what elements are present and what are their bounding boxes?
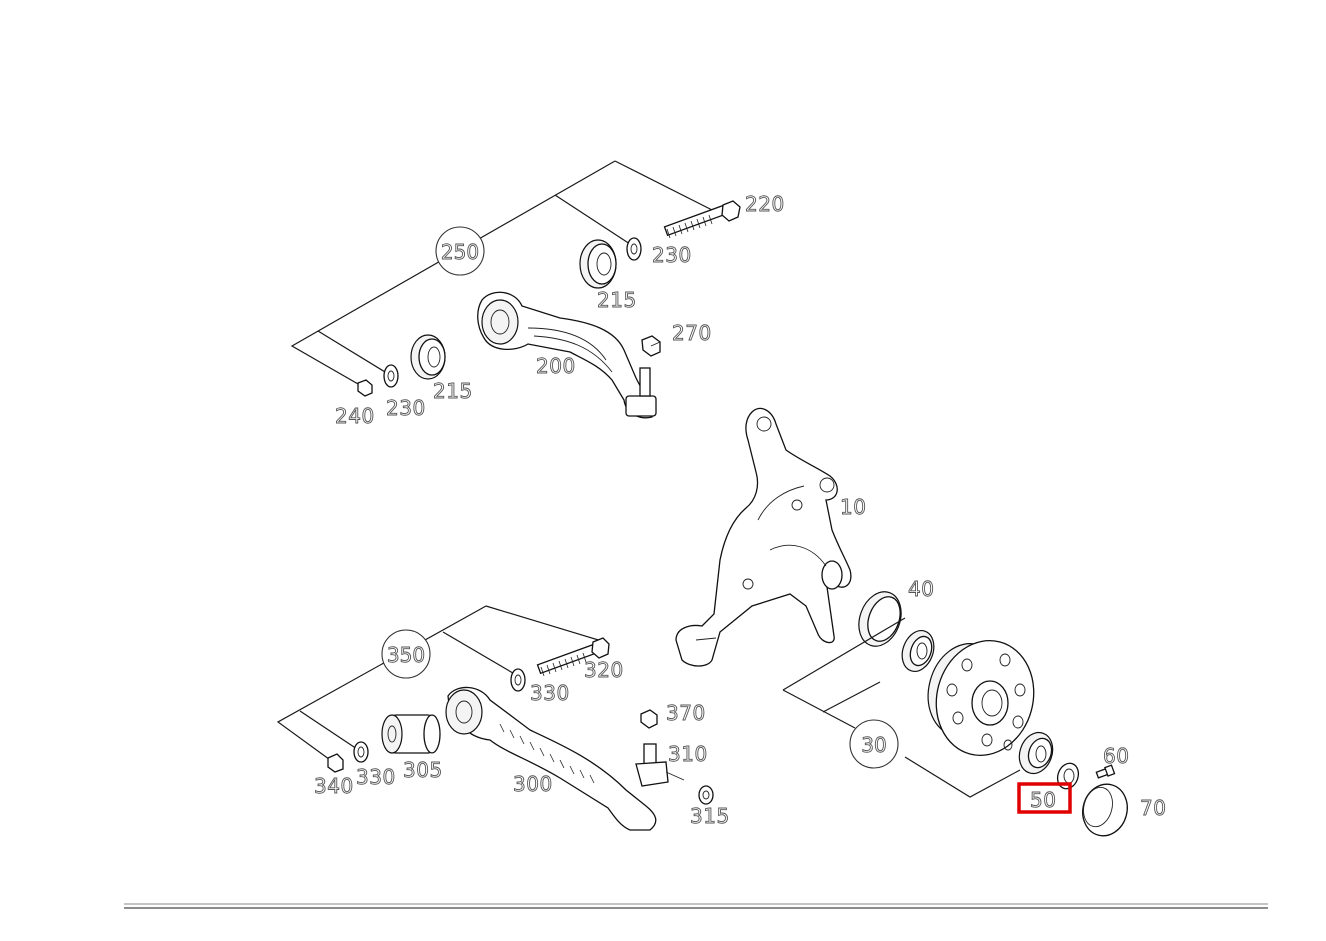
callout-30[interactable]: 30	[849, 719, 899, 769]
label-320[interactable]: 320	[584, 658, 624, 683]
bolt-320[interactable]	[536, 637, 610, 677]
nut-240[interactable]	[357, 379, 373, 397]
callout-30-label: 30	[861, 733, 886, 757]
label-305[interactable]: 305	[403, 758, 443, 783]
label-330-upper[interactable]: 330	[530, 681, 570, 706]
hub-nut[interactable]	[1054, 760, 1082, 791]
screw-60[interactable]	[1095, 764, 1116, 779]
label-340[interactable]: 340	[314, 774, 354, 799]
steering-knuckle-10[interactable]	[675, 407, 852, 667]
callout-250-label: 250	[441, 240, 479, 264]
label-70[interactable]: 70	[1140, 796, 1167, 821]
label-330-lower[interactable]: 330	[356, 765, 396, 790]
nut-370[interactable]	[640, 709, 658, 729]
washer-230-lower[interactable]	[383, 364, 399, 388]
label-215-lower[interactable]: 215	[433, 379, 473, 404]
upper-arm-200[interactable]	[477, 291, 657, 419]
label-310[interactable]: 310	[668, 742, 708, 767]
lower-arm-300[interactable]	[445, 686, 657, 831]
bushing-215-upper[interactable]	[579, 239, 617, 289]
upper-arm-group	[290, 160, 741, 419]
label-50[interactable]: 50	[1030, 788, 1057, 813]
label-40[interactable]: 40	[908, 577, 935, 602]
label-270[interactable]: 270	[672, 321, 712, 346]
label-240[interactable]: 240	[335, 404, 375, 429]
seal-ring-40[interactable]	[852, 586, 909, 652]
label-370[interactable]: 370	[666, 701, 706, 726]
bolt-220[interactable]	[663, 200, 741, 239]
bushing-215-lower[interactable]	[410, 334, 446, 380]
hub-group	[782, 617, 1133, 841]
callout-350-label: 350	[387, 643, 425, 667]
washer-330-lower[interactable]	[353, 741, 369, 763]
bearing[interactable]	[897, 626, 940, 676]
ball-joint-310[interactable]	[635, 743, 685, 787]
washer-230-upper[interactable]	[626, 237, 642, 261]
label-300[interactable]: 300	[513, 772, 553, 797]
washer-330-upper[interactable]	[510, 668, 526, 692]
nut-340[interactable]	[327, 753, 344, 773]
label-10[interactable]: 10	[840, 495, 867, 520]
callout-350[interactable]: 350	[381, 629, 431, 679]
label-60[interactable]: 60	[1103, 744, 1130, 769]
label-200[interactable]: 200	[536, 354, 576, 379]
label-220[interactable]: 220	[745, 192, 785, 217]
footer-rule	[124, 903, 1268, 909]
nut-315[interactable]	[698, 785, 714, 805]
bearing-50[interactable]	[1014, 728, 1058, 778]
bushing-305[interactable]	[381, 714, 441, 754]
label-230-lower[interactable]: 230	[386, 396, 426, 421]
label-315[interactable]: 315	[690, 804, 730, 829]
lower-arm-group	[276, 605, 714, 831]
wheel-hub[interactable]	[918, 630, 1046, 767]
selected-part-highlight	[1017, 782, 1072, 814]
label-230-upper[interactable]: 230	[652, 243, 692, 268]
cap-70[interactable]	[1077, 779, 1133, 841]
label-215-upper[interactable]: 215	[597, 288, 637, 313]
callout-250[interactable]: 250	[435, 226, 485, 276]
nut-270[interactable]	[641, 335, 661, 357]
